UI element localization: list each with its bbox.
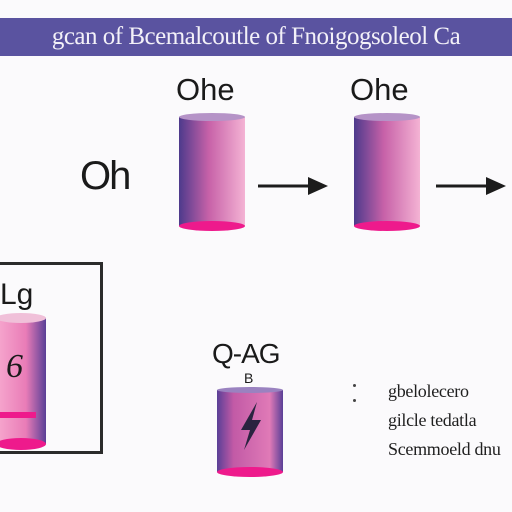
frame-cylinder <box>0 313 46 450</box>
note-line-2: gilcle tedatla <box>388 410 477 430</box>
side-label: Oh <box>80 154 131 198</box>
arrow-right-icon <box>436 177 506 195</box>
detail-frame <box>0 262 103 454</box>
stage2-cylinder <box>354 113 420 231</box>
battery-label: Q-AG <box>212 338 281 369</box>
bullet-dots <box>352 384 357 414</box>
frame-label: Lg <box>0 278 34 311</box>
battery-sub-label: B <box>244 370 254 386</box>
stage2-label: Ohe <box>350 72 409 107</box>
header-title: gcan of Bcemalcoutle of Fnoigogsoleol Ca <box>51 23 461 50</box>
stage1-label: Ohe <box>176 72 235 107</box>
frame-cell-label: 6 <box>6 348 23 385</box>
lightning-bolt-icon <box>241 402 261 450</box>
battery-cylinder <box>217 387 283 477</box>
arrow-right-icon <box>258 177 328 195</box>
stage1-cylinder <box>179 113 245 231</box>
note-line-3: Scemmoeld dnu <box>388 439 501 459</box>
header-banner <box>0 18 512 56</box>
note-line-1: gbelolecero <box>388 381 469 401</box>
